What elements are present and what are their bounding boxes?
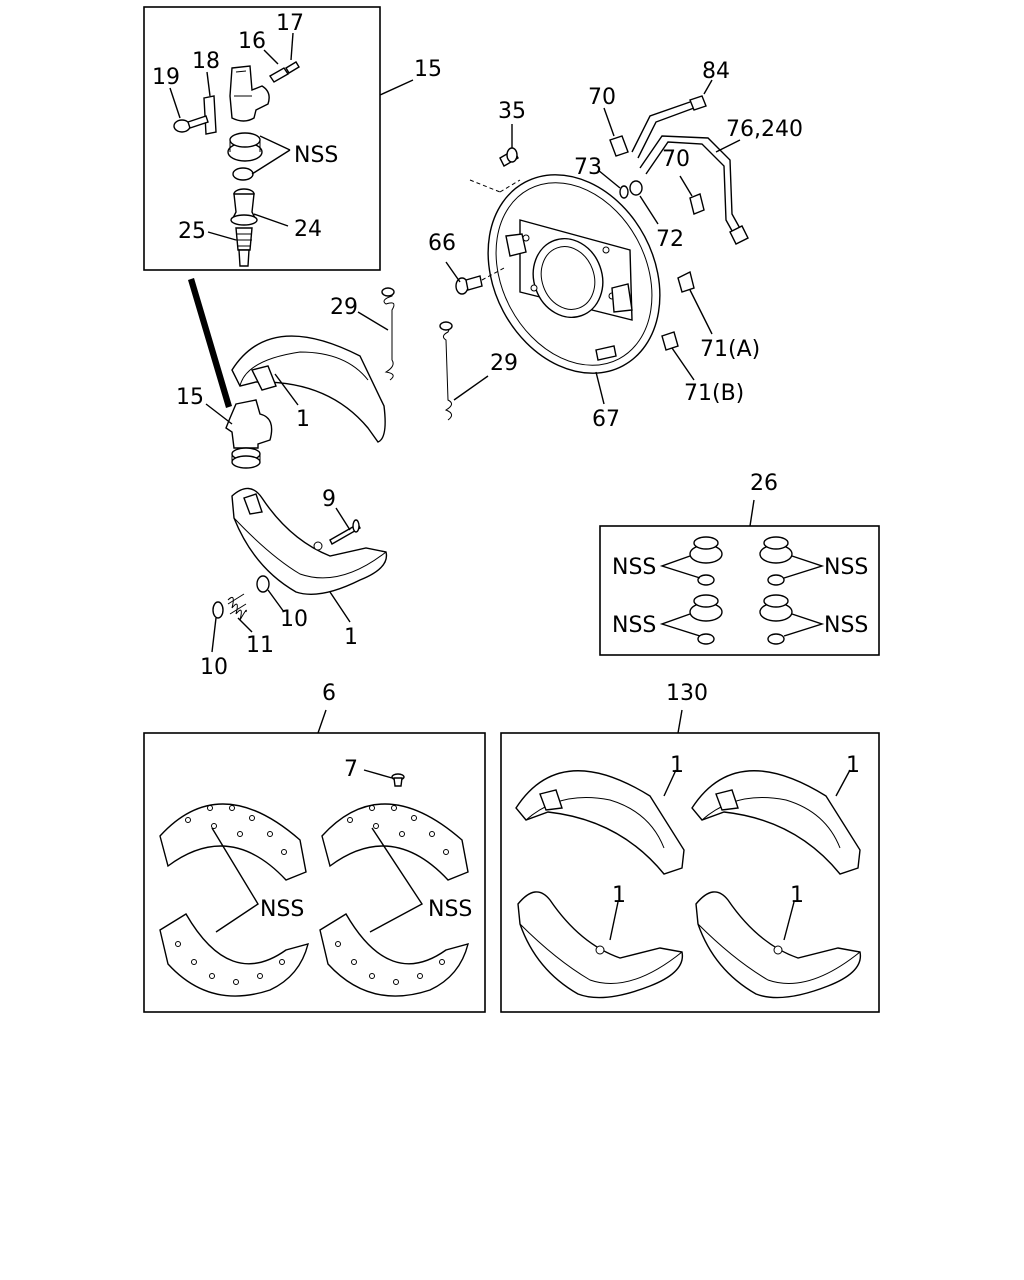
kit-cup-3 bbox=[689, 594, 723, 645]
clip-71b bbox=[661, 331, 695, 381]
label-nss-kit-2: NSS bbox=[824, 555, 868, 580]
adjuster-screw bbox=[235, 227, 253, 267]
label-84: 84 bbox=[702, 59, 730, 84]
label-25: 25 bbox=[178, 219, 206, 244]
return-spring-upper bbox=[357, 287, 395, 381]
shoe-assy-lower-left bbox=[517, 891, 684, 999]
wheel-cylinder-body bbox=[229, 65, 270, 122]
label-1-assy-c: 1 bbox=[612, 883, 626, 908]
label-1-assy-b: 1 bbox=[846, 753, 860, 778]
lower-brake-shoe bbox=[231, 487, 388, 623]
rivet bbox=[363, 769, 405, 787]
label-1-assy-a: 1 bbox=[670, 753, 684, 778]
washer-73 bbox=[597, 169, 629, 199]
piston-cup bbox=[227, 132, 263, 162]
label-1-upper-shoe: 1 bbox=[296, 407, 310, 432]
shoe-assy-lower-right bbox=[695, 891, 862, 999]
label-29-upper: 29 bbox=[330, 295, 358, 320]
label-71a: 71(A) bbox=[700, 337, 760, 362]
kit-cup-1 bbox=[689, 536, 723, 586]
label-7: 7 bbox=[344, 757, 358, 782]
backing-plate bbox=[487, 174, 661, 405]
plate bbox=[203, 95, 217, 135]
label-26: 26 bbox=[750, 471, 778, 496]
label-11: 11 bbox=[246, 633, 274, 658]
wheel-cylinder bbox=[205, 399, 273, 469]
nut-70-upper bbox=[603, 107, 629, 157]
seal-ring bbox=[232, 167, 254, 181]
hold-down-pin bbox=[329, 507, 361, 545]
label-nss-lining-2: NSS bbox=[428, 897, 472, 922]
label-15-mid: 15 bbox=[176, 385, 204, 410]
bolt-19 bbox=[173, 115, 209, 133]
kit-cup-4 bbox=[759, 594, 793, 645]
nut-72 bbox=[629, 180, 659, 225]
upper-brake-shoe bbox=[231, 335, 386, 443]
brake-pipe bbox=[631, 79, 749, 245]
label-71b: 71(B) bbox=[684, 381, 744, 406]
label-1-assy-d: 1 bbox=[790, 883, 804, 908]
label-72: 72 bbox=[656, 227, 684, 252]
label-35: 35 bbox=[498, 99, 526, 124]
detail-pointer bbox=[188, 278, 232, 408]
kit-cup-2 bbox=[759, 536, 793, 586]
label-73: 73 bbox=[574, 155, 602, 180]
label-nss-kit-3: NSS bbox=[612, 613, 656, 638]
label-16: 16 bbox=[238, 29, 266, 54]
label-9: 9 bbox=[322, 487, 336, 512]
label-6: 6 bbox=[322, 681, 336, 706]
label-66: 66 bbox=[428, 231, 456, 256]
callout-labels: 15 16 17 18 19 NSS 24 25 35 70 84 76,240… bbox=[152, 11, 868, 922]
bolt-35 bbox=[469, 124, 521, 193]
label-29-lower: 29 bbox=[490, 351, 518, 376]
hold-down-spring bbox=[211, 575, 285, 653]
piston bbox=[230, 188, 258, 226]
label-24: 24 bbox=[294, 217, 322, 242]
wheel-cylinder-detail-box bbox=[143, 6, 414, 271]
label-17: 17 bbox=[276, 11, 304, 36]
lining-upper-left bbox=[159, 803, 307, 881]
shoe-assy-upper-left bbox=[515, 769, 685, 875]
label-70-upper: 70 bbox=[588, 85, 616, 110]
label-nss-kit-4: NSS bbox=[824, 613, 868, 638]
label-130: 130 bbox=[666, 681, 708, 706]
shoe-assy-upper-right bbox=[691, 769, 861, 875]
clip-71a bbox=[677, 270, 713, 335]
label-10-right: 10 bbox=[280, 607, 308, 632]
lining-lower-right bbox=[319, 913, 469, 997]
label-nss-cylinder: NSS bbox=[294, 143, 338, 168]
repair-kit-box bbox=[599, 499, 880, 656]
label-10-left: 10 bbox=[200, 655, 228, 680]
return-spring-lower bbox=[439, 321, 489, 421]
label-nss-kit-1: NSS bbox=[612, 555, 656, 580]
lining-lower-left bbox=[159, 913, 309, 997]
lining-kit-box bbox=[143, 709, 486, 1013]
bolt-66 bbox=[445, 261, 505, 295]
nut-70-lower bbox=[679, 175, 705, 215]
label-76-240: 76,240 bbox=[726, 117, 803, 142]
label-70-lower: 70 bbox=[662, 147, 690, 172]
label-18: 18 bbox=[192, 49, 220, 74]
label-19: 19 bbox=[152, 65, 180, 90]
label-nss-lining-1: NSS bbox=[260, 897, 304, 922]
shoe-assembly-box bbox=[500, 709, 880, 1013]
label-15-top: 15 bbox=[414, 57, 442, 82]
lining-upper-right bbox=[321, 803, 469, 881]
label-1-lower-shoe: 1 bbox=[344, 625, 358, 650]
bleeder-screw bbox=[269, 61, 300, 83]
label-67: 67 bbox=[592, 407, 620, 432]
